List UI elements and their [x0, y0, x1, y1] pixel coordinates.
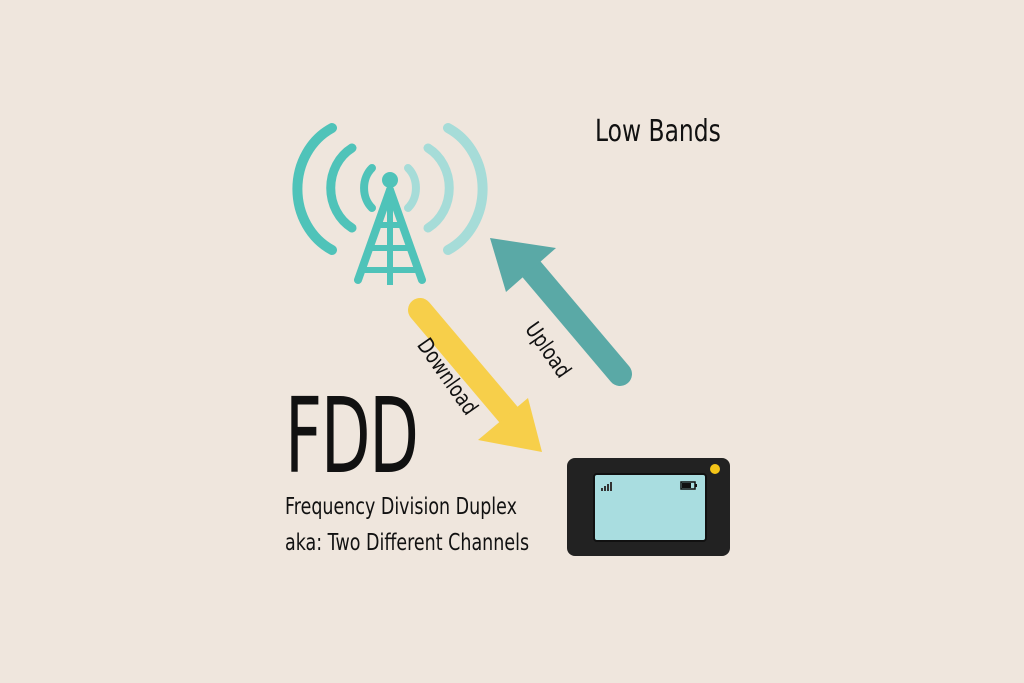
acronym-title: FDD [285, 375, 419, 497]
subtitle-line-1: Frequency Division Duplex [285, 494, 517, 520]
subtitle-line-2: aka: Two Different Channels [285, 530, 530, 556]
cell-tower-icon [292, 123, 488, 285]
download-arrow [408, 298, 542, 452]
upload-arrow [490, 238, 632, 386]
band-label: Low Bands [595, 114, 721, 149]
mobile-hotspot-icon [567, 458, 730, 556]
